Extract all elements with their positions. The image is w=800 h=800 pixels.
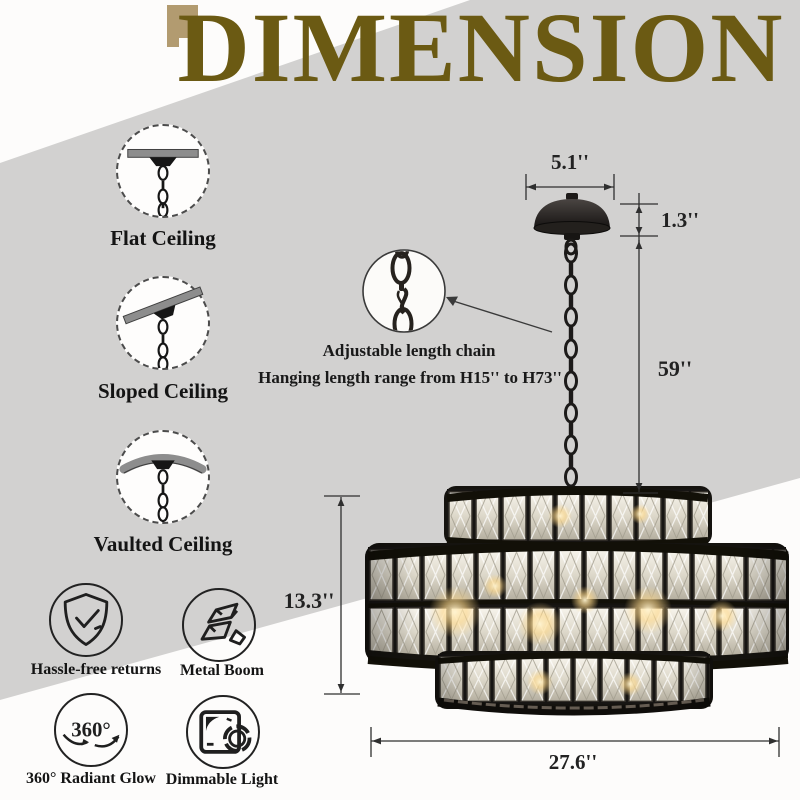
- chandelier-illustration: [365, 193, 789, 716]
- vaulted-ceiling-label: Vaulted Ceiling: [93, 532, 233, 556]
- dim-canopy-width-line: [525, 174, 615, 200]
- radiant-glow-label: 360° Radiant Glow: [26, 770, 156, 787]
- vaulted-ceiling-icon: [119, 454, 207, 522]
- dim-fixture-height-line: [324, 495, 360, 695]
- dimension-lines: [324, 174, 780, 757]
- callout-arrowhead: [446, 296, 458, 306]
- chain-note-line2: Hanging length range from H15'' to H73'': [258, 368, 562, 387]
- vaulted-ceiling-badge: [116, 430, 210, 524]
- page-title: DIMENSION: [177, 0, 785, 103]
- dim-canopy-height-value: 1.3'': [661, 208, 699, 232]
- rotate-360-icon: 360°: [62, 718, 120, 748]
- sloped-ceiling-icon: [122, 286, 204, 368]
- chain-magnifier: [362, 249, 553, 333]
- hassle-free-label: Hassle-free returns: [30, 661, 162, 678]
- sloped-ceiling-label: Sloped Ceiling: [97, 379, 229, 403]
- metal-boom-badge: [182, 588, 256, 662]
- metal-boom-label: Metal Boom: [180, 662, 264, 679]
- dim-canopy-height-line: [620, 193, 658, 247]
- dimmer-knob-icon: [199, 710, 252, 754]
- radiant-glow-badge: 360°: [54, 693, 128, 767]
- flat-ceiling-label: Flat Ceiling: [110, 226, 216, 250]
- flat-ceiling-badge: [116, 124, 210, 218]
- dim-chain-length-line: [623, 240, 658, 494]
- dim-canopy-width-value: 5.1'': [551, 150, 589, 174]
- chain: [564, 242, 578, 488]
- dim-fixture-height-value: 13.3'': [283, 588, 335, 613]
- metal-ingots-icon: [200, 602, 246, 646]
- dim-fixture-width-value: 27.6'': [548, 750, 598, 774]
- ceiling-canopy: [533, 193, 611, 256]
- hassle-free-badge: [49, 583, 123, 657]
- dim-fixture-width-line: [370, 727, 780, 757]
- sloped-ceiling-badge: [116, 276, 210, 370]
- dimmable-light-badge: [186, 695, 260, 769]
- chain-note-line1: Adjustable length chain: [322, 341, 496, 360]
- shield-check-icon: [63, 593, 109, 647]
- dim-chain-length-value: 59'': [657, 356, 693, 381]
- title-accent-square: [167, 5, 198, 47]
- flat-ceiling-icon: [127, 148, 199, 216]
- rotate-360-text: 360°: [71, 718, 111, 742]
- dimmable-light-label: Dimmable Light: [165, 771, 279, 788]
